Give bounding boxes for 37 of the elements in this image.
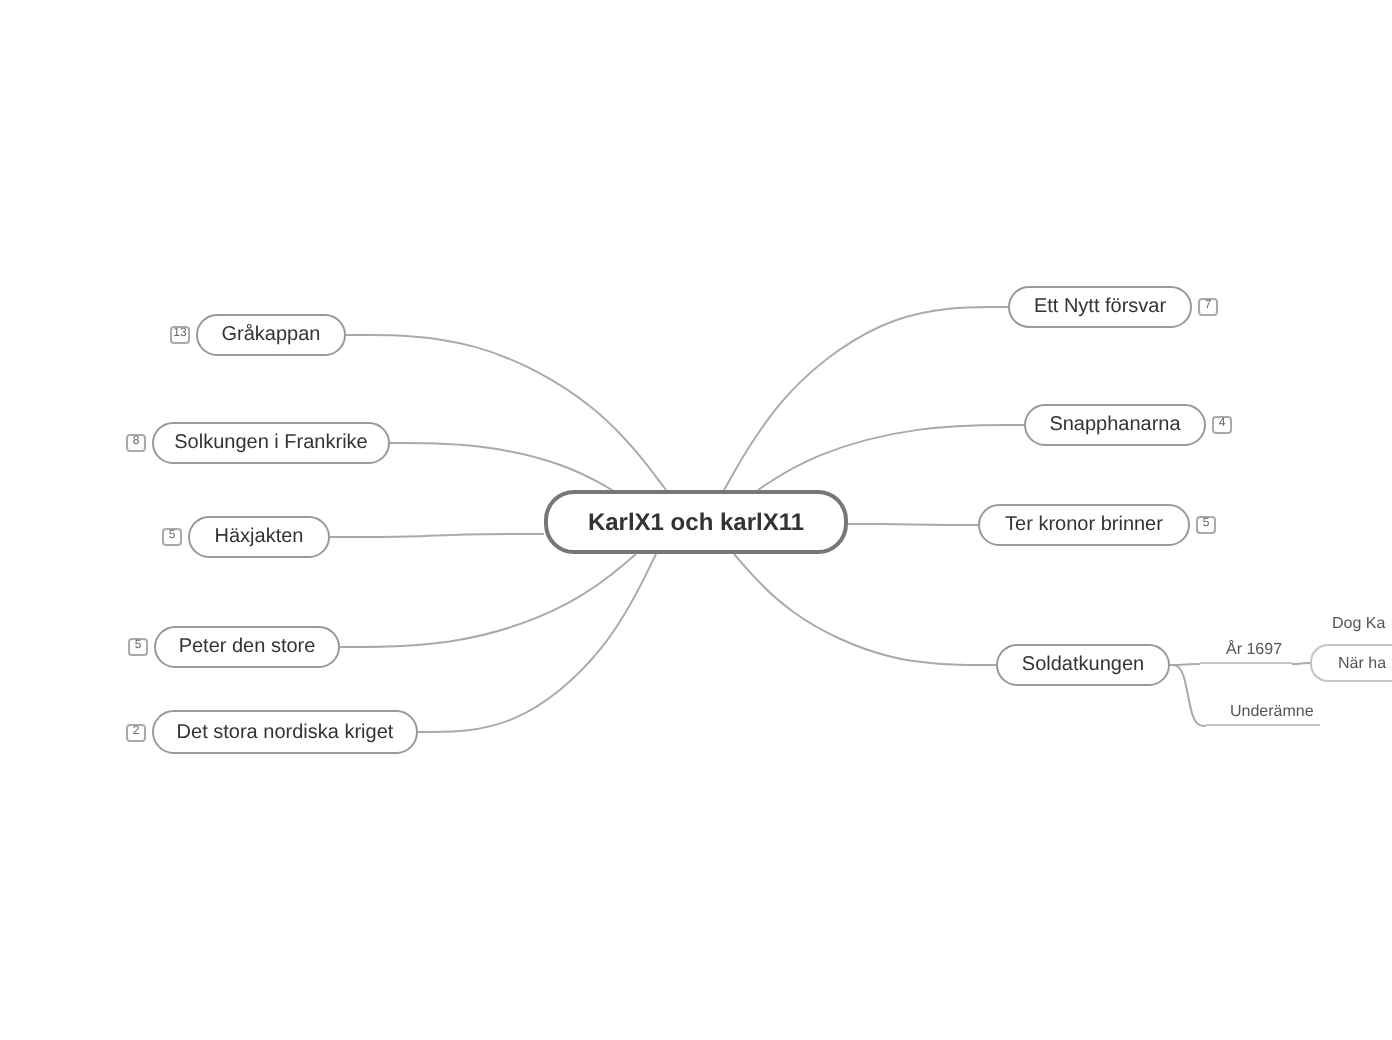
connector-line — [1169, 663, 1201, 666]
connector-line — [757, 424, 1025, 491]
subtopic-box — [1310, 644, 1392, 682]
topic-text: Snapphanarna — [1049, 414, 1181, 436]
topic-text: Soldatkungen — [1021, 654, 1145, 676]
connector-line — [1169, 664, 1207, 727]
topic-text: Solkungen i Frankrike — [174, 432, 368, 454]
connector-line — [723, 306, 1009, 491]
connector-line — [329, 533, 545, 538]
topic-text: Peter den store — [178, 636, 316, 658]
connector-line — [733, 553, 997, 666]
connector-line — [847, 523, 979, 526]
topic-box — [188, 516, 330, 558]
subtopic-text: År 1697 — [1226, 640, 1283, 658]
topic-text: Häxjakten — [214, 526, 304, 548]
topic-box — [152, 422, 390, 464]
subtopic-text: Underämne — [1230, 702, 1314, 720]
connector-line — [345, 334, 667, 491]
topic-box — [1024, 404, 1206, 446]
topic-text: Gråkappan — [221, 324, 321, 346]
connector-line — [339, 553, 637, 648]
central-topic-text: KarlX1 och karlX11 — [587, 508, 805, 536]
topic-box — [996, 644, 1170, 686]
connector-line — [417, 553, 657, 733]
topic-text: Ter kronor brinner — [1005, 514, 1163, 536]
topic-box — [152, 710, 418, 754]
topic-text: Det stora nordiska kriget — [176, 721, 394, 743]
topic-box — [196, 314, 346, 356]
topic-box — [978, 504, 1190, 546]
topic-text: Ett Nytt försvar — [1033, 296, 1167, 318]
topic-box — [1008, 286, 1192, 328]
connector-line — [1291, 662, 1311, 665]
central-topic — [544, 490, 848, 554]
connector-line — [389, 442, 613, 491]
topic-box — [154, 626, 340, 668]
subtopic-text: När ha — [1338, 654, 1387, 672]
subtopic-text: Dog Ka — [1332, 614, 1386, 632]
